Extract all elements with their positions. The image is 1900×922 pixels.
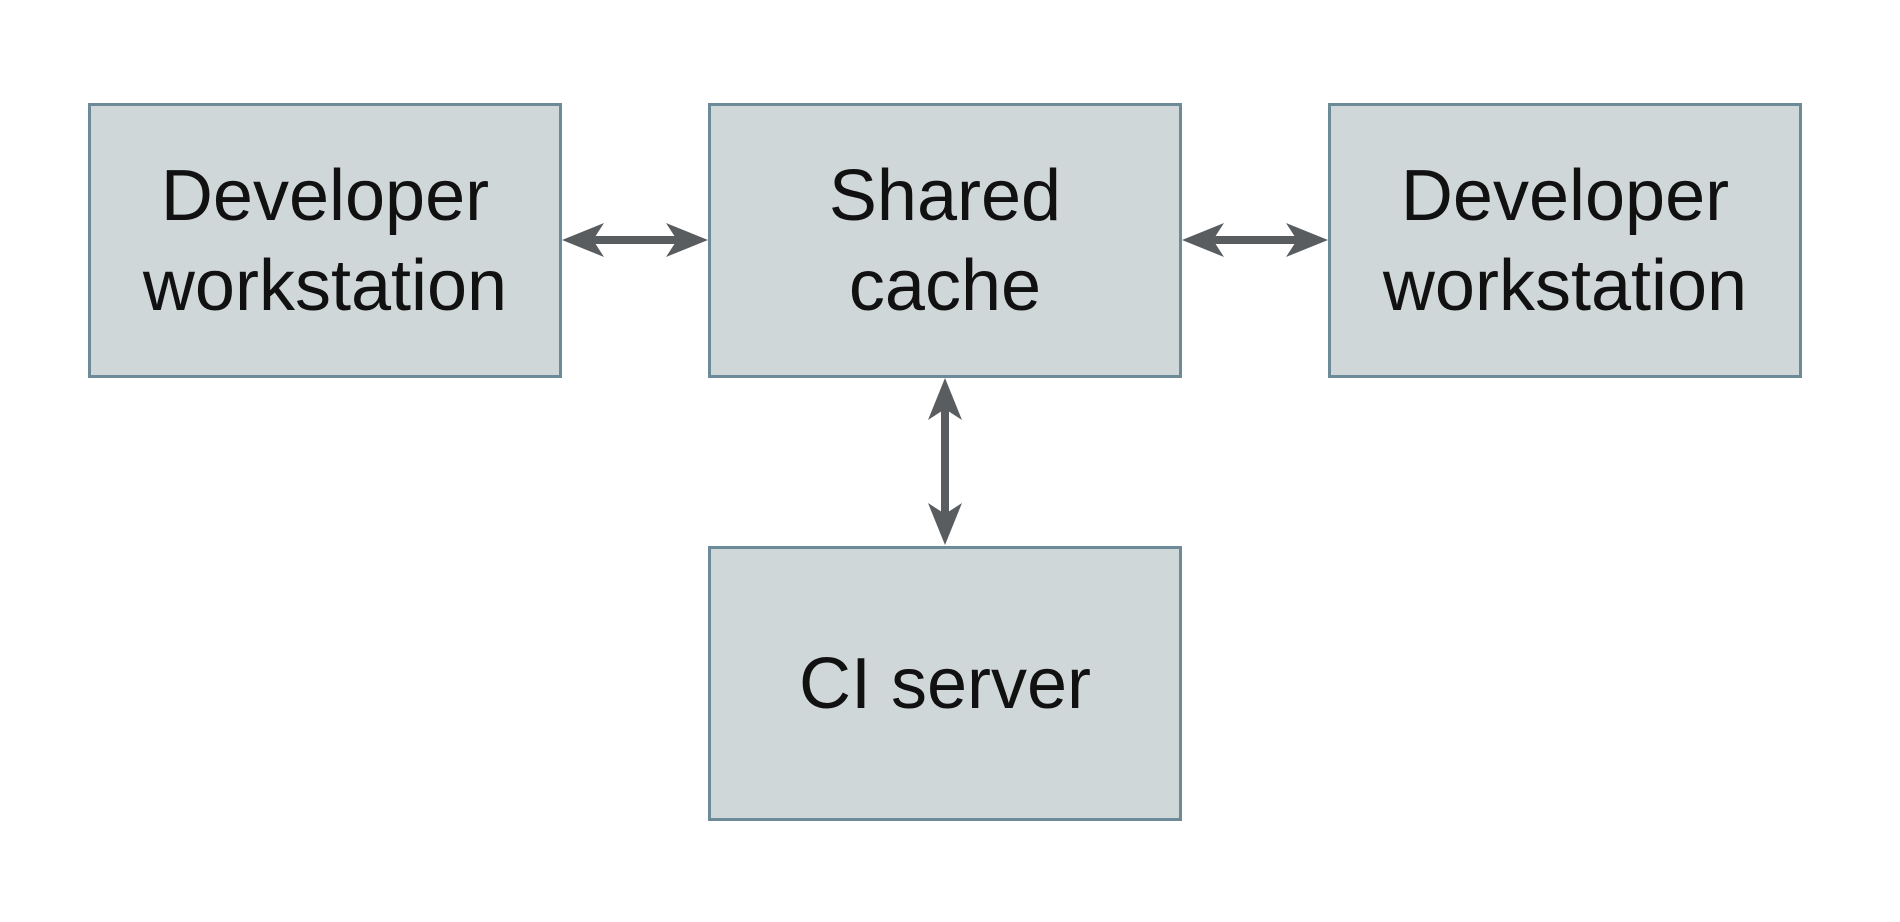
node-label: Shared cache <box>828 155 1062 326</box>
double-arrow-vertical-icon <box>928 378 962 545</box>
node-label: Developer workstation <box>142 155 508 326</box>
node-ci-server: CI server <box>708 546 1182 821</box>
node-shared-cache: Shared cache <box>708 103 1182 378</box>
double-arrow-horizontal-left-icon <box>562 223 708 257</box>
node-developer-workstation-right: Developer workstation <box>1328 103 1802 378</box>
node-label: Developer workstation <box>1382 155 1748 326</box>
double-arrow-horizontal-right-icon <box>1182 223 1328 257</box>
node-developer-workstation-left: Developer workstation <box>88 103 562 378</box>
node-label: CI server <box>798 643 1092 724</box>
